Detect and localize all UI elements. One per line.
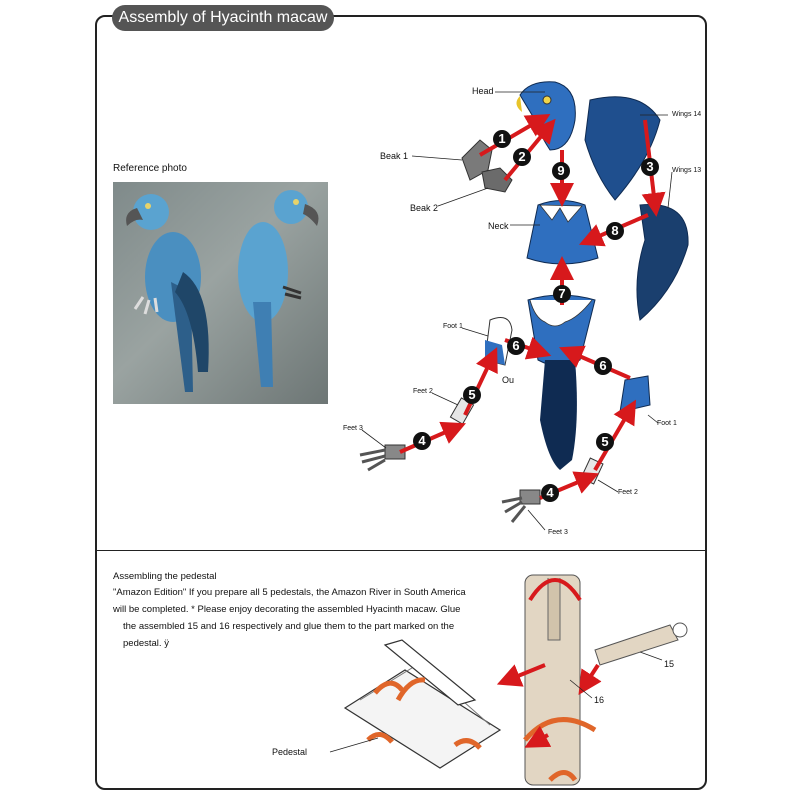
pedestal-text-line-3: the assembled 15 and 16 respectively and…	[123, 621, 455, 632]
leader-lines	[361, 91, 673, 531]
label-wings-14: Wings 14	[672, 111, 702, 118]
pedestal-arrows	[496, 663, 602, 748]
label-foot-1-left: Foot 1	[443, 323, 463, 330]
label-beak-1: Beak 1	[380, 151, 409, 161]
step-badge: 8	[606, 222, 624, 240]
label-pedestal: Pedestal	[272, 747, 308, 757]
step-badge: 7	[553, 285, 571, 303]
reference-photo-label: Reference photo	[113, 163, 187, 174]
step-badge: 4	[541, 484, 559, 502]
reference-photo	[113, 182, 328, 404]
pedestal-heading: Assembling the pedestal	[113, 571, 217, 582]
branch-part-15	[594, 622, 688, 666]
macaw-left	[126, 194, 209, 392]
body-part	[527, 294, 596, 470]
label-part-16: 16	[594, 695, 605, 705]
label-feet-3-left: Feet 3	[343, 425, 363, 432]
page-frame	[95, 15, 707, 790]
label-head: Head	[472, 86, 494, 96]
label-feet-2-left: Feet 2	[413, 388, 433, 395]
step-badge: 3	[641, 158, 659, 176]
pedestal-leaders	[329, 651, 663, 753]
pedestal-text-line-4: pedestal. ÿ	[123, 638, 169, 649]
label-part-15: 15	[664, 659, 675, 669]
label-foot-1-right: Foot 1	[657, 420, 677, 427]
label-beak-2: Beak 2	[410, 203, 439, 213]
label-neck: Neck	[488, 221, 509, 231]
beak-2-part	[481, 167, 513, 193]
wing-13-part	[636, 204, 689, 321]
label-ou: Ou	[502, 375, 515, 385]
step-badge: 6	[594, 357, 612, 375]
macaw-right	[238, 190, 319, 387]
neck-part	[526, 200, 599, 265]
right-foot-1-part	[619, 375, 651, 413]
pedestal-drawing	[343, 639, 502, 769]
step-badge: 2	[513, 148, 531, 166]
beak-1-part	[461, 139, 493, 181]
label-feet-3-right: Feet 3	[548, 529, 568, 536]
macaw-photo-illustration	[126, 190, 319, 392]
arrow-step-5-left	[463, 347, 498, 416]
section-divider	[95, 550, 707, 551]
step-badge: 1	[493, 130, 511, 148]
page-title: Assembly of Hyacinth macaw	[112, 5, 334, 31]
step-badge: 6	[507, 337, 525, 355]
pedestal-text-line-2: will be completed. * Please enjoy decora…	[113, 604, 461, 615]
left-feet-3-part	[359, 444, 406, 472]
step-badge: 5	[463, 386, 481, 404]
step-badge: 4	[413, 432, 431, 450]
stand-part-16	[523, 574, 597, 786]
pedestal-text-line-1: "Amazon Edition" If you prepare all 5 pe…	[113, 587, 466, 598]
step-badge: 9	[552, 162, 570, 180]
right-feet-3-part	[501, 489, 541, 523]
label-feet-2-right: Feet 2	[618, 489, 638, 496]
step-badge: 5	[596, 433, 614, 451]
label-wings-13: Wings 13	[672, 167, 702, 174]
